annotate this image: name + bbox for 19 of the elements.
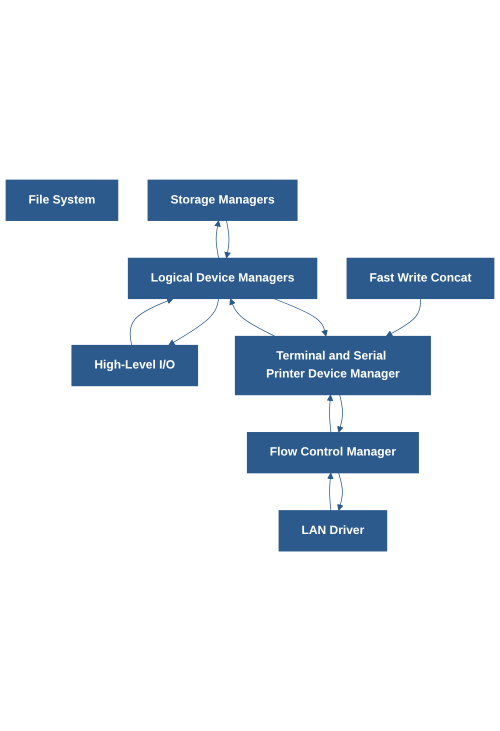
arrow <box>337 394 344 433</box>
node-box: Flow Control Manager <box>246 432 419 474</box>
node-box: File System <box>6 180 118 221</box>
node-box: Storage Managers <box>148 180 298 221</box>
node-box: LAN Driver <box>278 510 388 552</box>
arrow <box>327 472 334 511</box>
node-box: High-Level I/O <box>71 344 198 386</box>
node-box: Logical Device Managers <box>128 258 318 300</box>
arrow <box>386 298 421 336</box>
arrow <box>168 298 220 346</box>
arrow <box>214 220 221 258</box>
node-box: Terminal and Serial Printer Device Manager <box>234 336 431 396</box>
arrow <box>337 472 344 511</box>
arrow <box>274 298 328 336</box>
arrow <box>229 298 276 337</box>
arrow <box>224 220 231 258</box>
arrow <box>326 394 334 433</box>
arrow <box>130 298 174 346</box>
node-box: Fast Write Concat <box>346 258 494 300</box>
